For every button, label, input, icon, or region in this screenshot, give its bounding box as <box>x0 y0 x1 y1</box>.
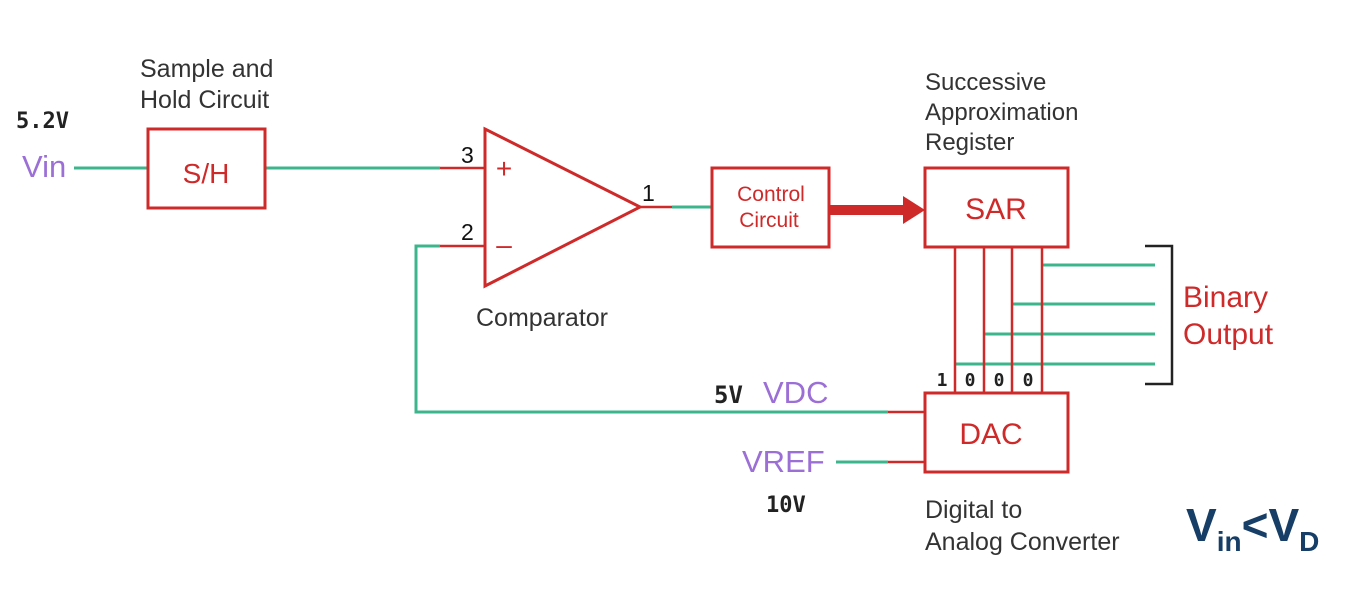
bit-label-2: 0 <box>965 370 976 391</box>
condition-sub2: D <box>1299 526 1319 557</box>
comparator-triangle <box>483 126 644 289</box>
control-to-sar-arrowhead <box>903 196 925 224</box>
sample-hold-title-line2: Hold Circuit <box>140 86 269 114</box>
pin-stubs <box>440 166 925 464</box>
vdc-voltage: 5V <box>714 381 743 409</box>
sar-dac-bus <box>953 247 1044 393</box>
sar-title-line2: Approximation <box>925 99 1078 126</box>
wires <box>74 166 1155 464</box>
sample-hold-block <box>146 127 267 210</box>
condition-op: < <box>1242 499 1269 551</box>
dac-title-line1: Digital to <box>925 496 1022 524</box>
comparator-minus-sign: – <box>496 229 512 260</box>
control-block-label-line1: Control <box>737 183 805 206</box>
condition-v1: V <box>1186 499 1217 551</box>
sar-block-label: SAR <box>965 193 1027 226</box>
sample-hold-title-line1: Sample and <box>140 55 273 83</box>
control-block-label-line2: Circuit <box>739 209 799 232</box>
vin-label: Vin <box>22 149 66 184</box>
vref-label: VREF <box>742 444 825 479</box>
sh-block-label: S/H <box>183 158 230 189</box>
dac-title-line2: Analog Converter <box>925 528 1120 556</box>
binary-output-label-line1: Binary <box>1183 281 1268 314</box>
comparator-pin-minus: 2 <box>461 219 474 245</box>
bit-label-1: 0 <box>994 370 1005 391</box>
comparator-pin-plus: 3 <box>461 142 474 168</box>
sar-title-line3: Register <box>925 129 1014 156</box>
bit-label-3: 1 <box>937 370 948 391</box>
vin-voltage: 5.2V <box>16 109 69 134</box>
dac-block-label: DAC <box>959 418 1022 451</box>
condition-v2: V <box>1268 499 1299 551</box>
condition-sub1: in <box>1217 526 1242 557</box>
wire-feedback-dac <box>414 244 888 414</box>
vdc-label: VDC <box>763 375 828 410</box>
sar-block <box>923 166 1070 249</box>
bit-label-0: 0 <box>1023 370 1034 391</box>
comparator-plus-sign: + <box>496 153 512 184</box>
dac-block <box>923 391 1070 474</box>
binary-output-label-line2: Output <box>1183 318 1274 351</box>
sar-title-line1: Successive <box>925 69 1046 96</box>
condition-expression: Vin<VD <box>1186 499 1319 557</box>
binary-output-bracket <box>1145 244 1174 386</box>
control-circuit-block <box>710 166 831 249</box>
vref-voltage: 10V <box>766 493 806 518</box>
bit-labels: 1 0 0 0 <box>937 370 1034 391</box>
comparator-pin-out: 1 <box>642 180 655 206</box>
comparator-title: Comparator <box>476 304 608 332</box>
